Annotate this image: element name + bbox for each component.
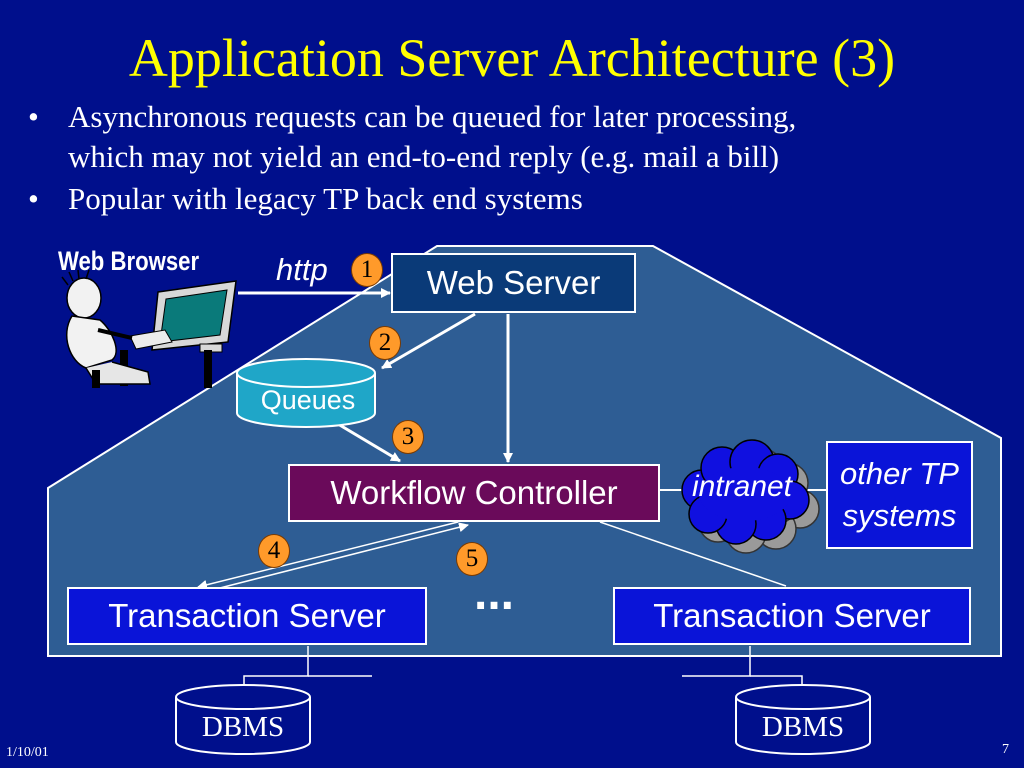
workflow-controller-box: Workflow Controller — [288, 464, 660, 522]
arrow-webserver-to-queues — [381, 312, 476, 370]
line-workflow-to-right-transaction-server — [599, 521, 787, 587]
arrow-transaction-server-to-workflow — [211, 522, 469, 591]
step-badge-1: 1 — [351, 253, 383, 287]
step-badge-3: 3 — [392, 420, 424, 454]
arrow-queues-to-workflow — [337, 422, 401, 463]
web-server-label: Web Server — [426, 264, 601, 301]
other-tp-systems-box: other TP systems — [826, 441, 973, 549]
dbms-left-cylinder — [175, 684, 311, 755]
transaction-server-right-box: Transaction Server — [613, 587, 971, 645]
arrow-workflow-to-transaction-server — [197, 521, 459, 590]
bullet-symbol: • — [28, 99, 39, 134]
ellipsis: ... — [474, 567, 515, 620]
bullet-symbol: • — [28, 181, 39, 216]
transaction-server-right-label: Transaction Server — [653, 597, 931, 634]
step-badge-5: 5 — [456, 542, 488, 576]
bullet-1-line-1: Asynchronous requests can be queued for … — [68, 99, 797, 134]
slide-title: Application Server Architecture (3) — [128, 28, 896, 88]
web-browser-user-illustration — [61, 269, 237, 388]
other-tp-line-1: other TP — [840, 456, 959, 491]
transaction-server-left-label: Transaction Server — [108, 597, 386, 634]
intranet-label: intranet — [691, 470, 793, 503]
dbms-right-cylinder — [735, 684, 871, 755]
queues-label: Queues — [260, 385, 356, 415]
workflow-controller-label: Workflow Controller — [330, 474, 618, 511]
bullet-2-line-1: Popular with legacy TP back end systems — [68, 181, 583, 216]
http-label: http — [276, 252, 328, 287]
transaction-server-left-box: Transaction Server — [67, 587, 427, 645]
step-badge-4: 4 — [258, 534, 290, 568]
other-tp-line-2: systems — [842, 498, 957, 533]
dbms-right-label: DBMS — [761, 711, 845, 743]
step-badge-2: 2 — [369, 326, 401, 360]
footer-page-number: 7 — [1002, 742, 1009, 757]
footer-date: 1/10/01 — [6, 745, 49, 760]
intranet-cloud — [681, 439, 820, 554]
bullet-1-line-2: which may not yield an end-to-end reply … — [68, 139, 780, 174]
web-browser-label: Web Browser — [58, 246, 200, 276]
queues-cylinder — [236, 358, 376, 428]
dbms-left-label: DBMS — [201, 711, 285, 743]
web-server-box: Web Server — [391, 253, 636, 313]
